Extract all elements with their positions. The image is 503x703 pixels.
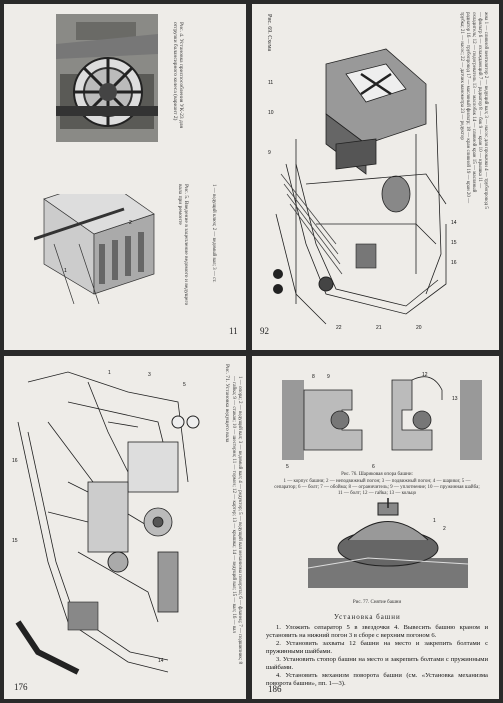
svg-text:10: 10 [268,110,274,116]
svg-text:15: 15 [12,538,18,544]
paragraph: 1. Уложить сепаратор 5 в звездочки 4. Вы… [266,624,488,639]
svg-text:6: 6 [372,464,375,470]
svg-text:11: 11 [268,80,273,86]
fig77-illustration: 12 [308,498,468,588]
page-number: 176 [14,682,28,692]
svg-text:14: 14 [158,658,164,664]
section-title: Установка башни [334,613,401,621]
fig77-caption: Рис. 77. Снятие башни [352,600,402,605]
svg-text:2: 2 [443,526,446,532]
svg-text:5: 5 [286,464,289,470]
body-text: 1. Уложить сепаратор 5 в звездочки 4. Вы… [266,624,488,688]
svg-text:1: 1 [108,370,111,376]
svg-text:1: 1 [433,518,436,524]
fig-legend: 1 — опора; 2 — ведущий вал; 3 — ведомый … [231,376,242,664]
fig5-illustration: 12 [34,194,155,304]
fig76-illustration: 8 9 12 13 5 6 [282,372,482,470]
page-top-left: Рис. 4. Установка приспособления УК-23 д… [4,4,246,350]
svg-text:1: 1 [64,268,67,274]
fig76-legend: 1 — корпус башни; 2 — неподвижный погон;… [274,479,480,496]
svg-text:20: 20 [416,325,422,331]
svg-text:22: 22 [336,325,342,331]
svg-text:3: 3 [148,372,151,378]
fig4-caption: Рис. 4. Установка приспособления УК-23 д… [172,22,184,129]
page-number: 11 [229,326,238,336]
fig76-caption: Рис. 76. Шариковая опора башни: [341,472,413,477]
svg-text:8: 8 [312,374,315,380]
page-top-right: Рис. 69. Схема жна 1 — сливной вентилято… [252,4,499,350]
cooling-system-illustration: 11 10 9 14 15 16 20 21 22 [268,48,457,331]
svg-text:21: 21 [376,325,382,331]
svg-text:16: 16 [12,458,18,464]
svg-text:15: 15 [451,240,457,246]
svg-text:9: 9 [327,374,330,380]
page-number: 92 [260,326,269,336]
fig5-caption: Рис. 5. Введение в зацепление ведомого и… [177,184,189,306]
fig5-legend: 1 — ведущий ключ; 2 — ведомый вал; 3 — с… [211,184,216,283]
paragraph: 4. Установить механизм поворота башни (с… [266,672,488,687]
svg-text:13: 13 [452,396,458,402]
svg-text:14: 14 [451,220,457,226]
svg-text:16: 16 [451,260,457,266]
paragraph: 2. Установить захваты 12 башни на место … [266,640,488,655]
drive-shaft-illustration: 1 3 5 16 15 14 [12,370,200,675]
paragraph: 3. Установить стопор башни на место и за… [266,656,488,671]
page-number: 186 [268,684,282,694]
svg-text:9: 9 [268,150,271,156]
fig4-illustration [56,14,158,142]
svg-text:5: 5 [183,382,186,388]
svg-text:12: 12 [422,372,428,378]
svg-text:2: 2 [129,220,132,226]
